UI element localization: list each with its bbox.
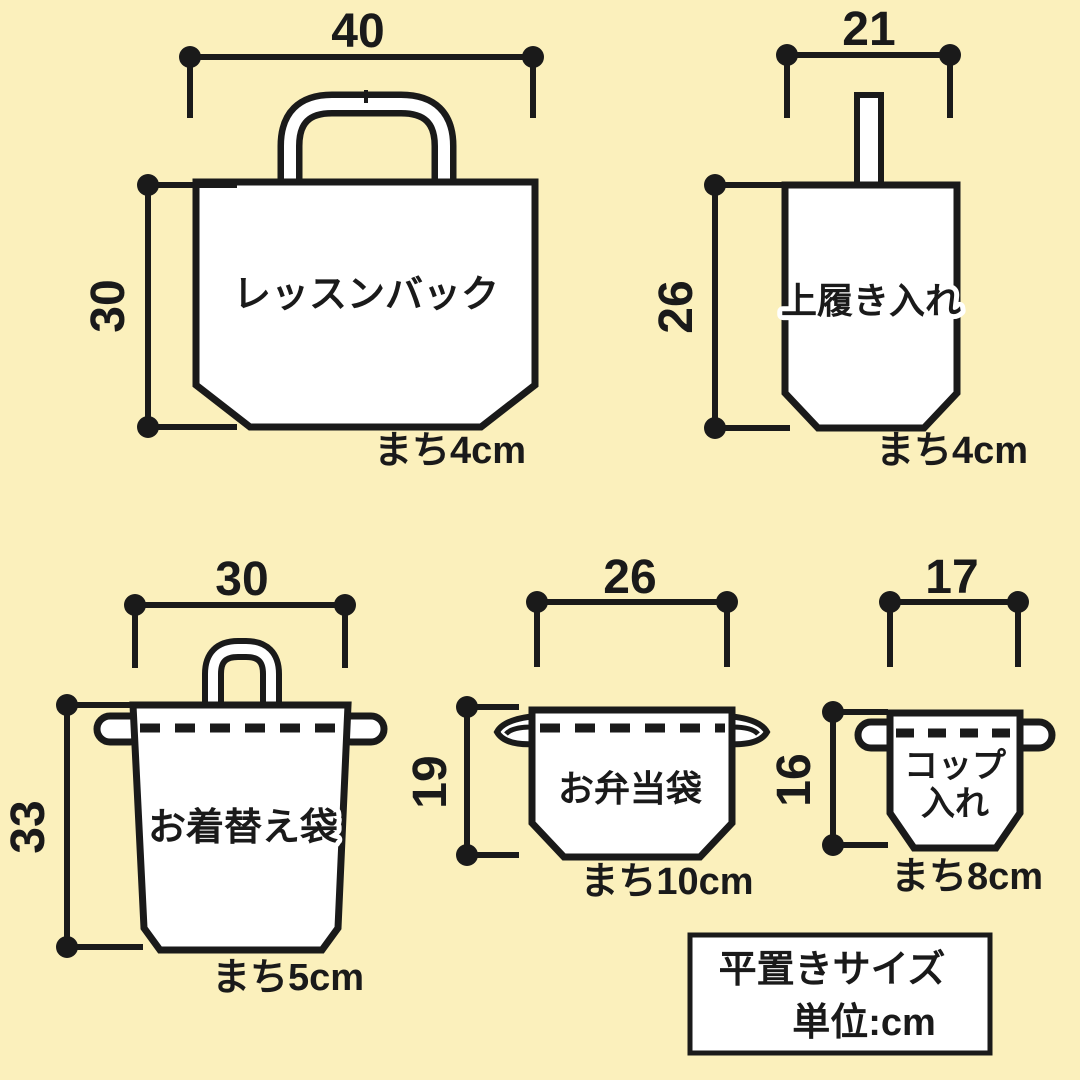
clothes-bag-handle — [202, 638, 282, 712]
legend-box: 平置きサイズ 単位:cm — [687, 932, 993, 1056]
clothes-bag-height-dimension: 33 — [2, 694, 143, 958]
cup-bag-name-line2: 入れ — [921, 785, 989, 823]
lesson-bag-name: レッスンバック — [233, 274, 499, 316]
clothes-bag-width-label: 30 — [215, 553, 268, 606]
lunch-bag: 26 お弁当袋 19 まち10cm — [404, 551, 771, 903]
cup-bag-gusset-label: まち8cm — [891, 856, 1043, 898]
lesson-bag-handle — [277, 90, 457, 195]
dimension-dot — [526, 591, 548, 613]
dimension-dot — [522, 46, 544, 68]
lesson-bag-height-dimension: 30 — [82, 174, 237, 438]
dimension-dot — [334, 594, 356, 616]
shoe-bag-gusset-label: まち4cm — [876, 430, 1028, 472]
lunch-bag-height-dimension: 19 — [404, 696, 519, 866]
cup-bag-body — [886, 709, 1024, 852]
cup-bag-name-line1: コップ — [904, 747, 1006, 785]
shoe-bag-height-label: 26 — [650, 280, 703, 333]
clothes-bag-height-label: 33 — [2, 800, 55, 853]
cup-bag: 17 コップ 入れ 16 まち8cm — [768, 551, 1056, 898]
lunch-bag-body — [528, 706, 736, 861]
dimension-dot — [1007, 591, 1029, 613]
shoe-bag-strap — [854, 92, 884, 194]
lunch-bag-width-label: 26 — [603, 551, 656, 604]
clothes-bag-gusset-label: まち5cm — [212, 957, 364, 999]
dimension-dot — [776, 44, 798, 66]
legend-unit: 単位:cm — [792, 1002, 936, 1044]
dimension-dot — [56, 936, 78, 958]
dimension-dot — [822, 701, 844, 723]
legend-title: 平置きサイズ — [719, 948, 946, 991]
dimension-dot — [137, 174, 159, 196]
dimension-dot — [137, 416, 159, 438]
shoe-bag-body — [781, 181, 961, 432]
shoe-bag-height-dimension: 26 — [650, 174, 790, 439]
lunch-bag-gusset-label: まち10cm — [580, 861, 753, 903]
lesson-bag-width-dimension: 40 — [179, 5, 544, 118]
dimension-dot — [456, 696, 478, 718]
lesson-bag-gusset-label: まち4cm — [374, 430, 526, 472]
shoe-bag-width-label: 21 — [842, 3, 895, 56]
lesson-bag-body — [192, 178, 539, 431]
lesson-bag: 40 レッスンバック 30 まち4cm — [82, 5, 544, 472]
dimension-dot — [56, 694, 78, 716]
shoe-bag-name: 上履き入れ — [781, 280, 961, 321]
dimension-dot — [704, 417, 726, 439]
cup-bag-width-label: 17 — [925, 551, 978, 604]
dimension-dot — [716, 591, 738, 613]
lunch-bag-height-label: 19 — [404, 755, 457, 808]
lesson-bag-height-label: 30 — [82, 279, 135, 332]
dimension-dot — [879, 591, 901, 613]
dimension-dot — [179, 46, 201, 68]
dimension-dot — [939, 44, 961, 66]
clothes-bag: 30 お着替え袋 33 まち5cm — [2, 553, 388, 999]
lunch-bag-name: お弁当袋 — [558, 768, 702, 809]
lesson-bag-width-label: 40 — [331, 5, 384, 58]
shoe-bag: 21 上履き入れ 26 まち4cm — [650, 3, 1028, 472]
dimension-dot — [456, 844, 478, 866]
cup-bag-height-label: 16 — [768, 753, 821, 806]
clothes-bag-width-dimension: 30 — [124, 553, 356, 668]
legend-frame — [687, 932, 993, 1056]
clothes-bag-body — [129, 701, 352, 954]
shoe-bag-width-dimension: 21 — [776, 3, 961, 118]
dimension-dot — [822, 834, 844, 856]
cup-bag-width-dimension: 17 — [879, 551, 1029, 667]
dimension-dot — [704, 174, 726, 196]
dimension-dot — [124, 594, 146, 616]
cup-bag-height-dimension: 16 — [768, 701, 888, 856]
lunch-bag-width-dimension: 26 — [526, 551, 738, 667]
clothes-bag-name: お着替え袋 — [148, 807, 338, 849]
